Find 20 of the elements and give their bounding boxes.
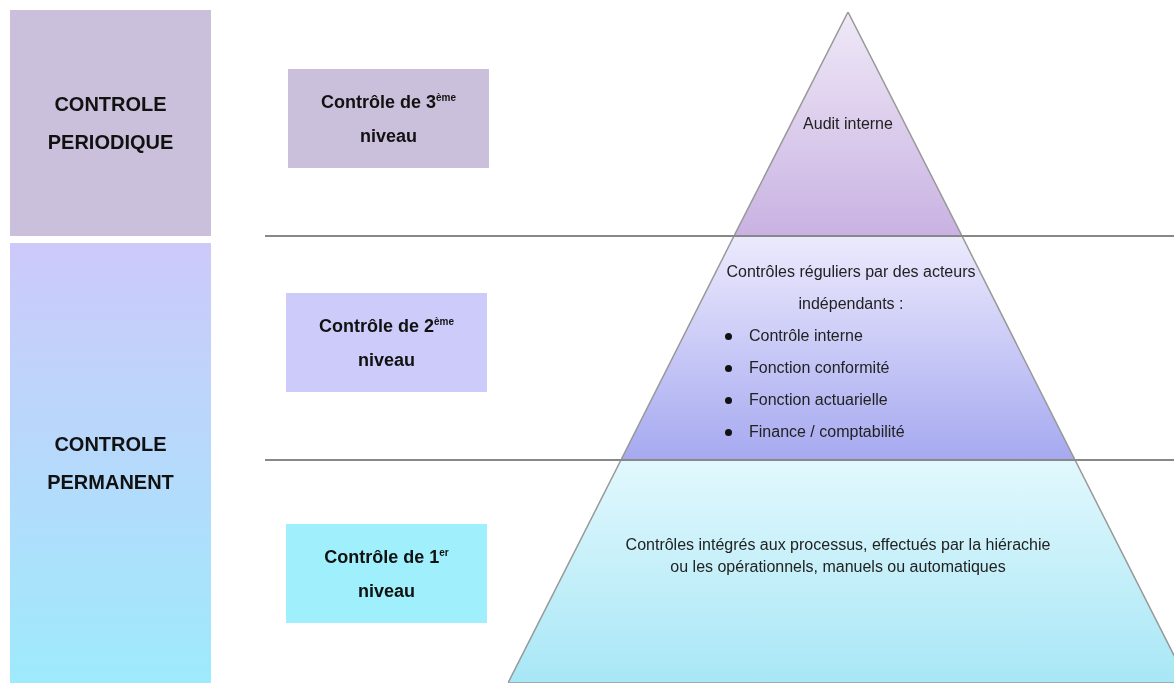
category-label: CONTROLE PERMANENT: [46, 432, 175, 495]
bullet-item: Fonction actuarielle: [721, 384, 1001, 416]
category-panel: [10, 243, 211, 683]
bullet-item: Finance / comptabilité: [721, 416, 1001, 448]
tier-text: Contrôles réguliers par des acteurs indépendants :: [725, 262, 977, 314]
category-panel: [10, 10, 211, 236]
level-label: Contrôle de 1$^{er}$ niveau: [323, 545, 450, 603]
tier-text: Audit interne: [802, 114, 894, 134]
level-box: [286, 293, 487, 392]
level-label: Contrôle de 3$^{ème}$ niveau: [320, 90, 457, 148]
pyramid-tier: [734, 12, 962, 236]
level-box: [288, 69, 489, 168]
category-label: CONTROLE PERIODIQUE: [46, 92, 175, 155]
pyramid-tier: [508, 460, 1174, 683]
bullet-item: Fonction conformité: [721, 352, 1001, 384]
bullet-item: Contrôle interne: [721, 320, 1001, 352]
tier-text: Contrôles intégrés aux processus, effectués par la hiérachie ou les opérationnels, manuels ou automatiques: [624, 535, 1052, 577]
level-box: [286, 524, 487, 623]
level-label: Contrôle de 2$^{ème}$ niveau: [318, 314, 455, 372]
pyramid-tier: [621, 236, 1075, 460]
